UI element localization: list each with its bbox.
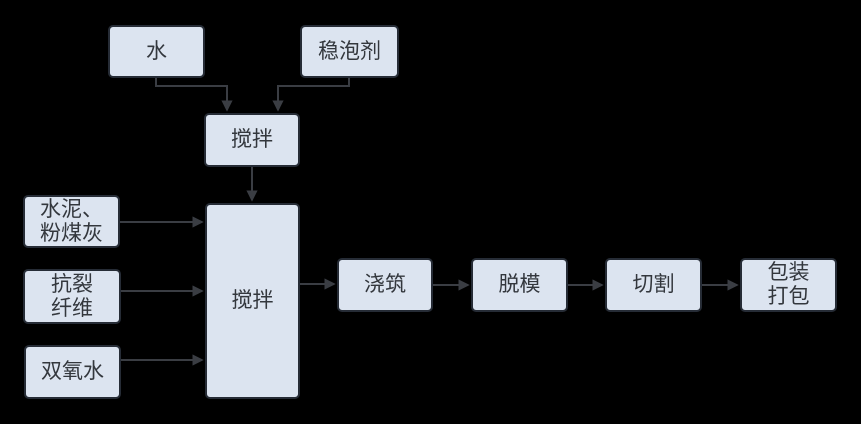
node-demolding: 脱模 xyxy=(471,258,568,312)
edge-water-to-foam-mixing xyxy=(155,78,233,112)
node-demolding-label: 脱模 xyxy=(498,272,541,297)
node-foam-stabilizer-label: 稳泡剂 xyxy=(318,38,381,63)
node-water-label: 水 xyxy=(146,38,167,63)
node-foam-mixing: 搅拌 xyxy=(204,113,300,167)
node-cement-flyash-label: 水泥、 粉煤灰 xyxy=(40,196,103,245)
node-cutting: 切割 xyxy=(605,258,702,312)
node-hydrogen-peroxide: 双氧水 xyxy=(24,345,121,399)
node-packing: 包装 打包 xyxy=(740,258,837,312)
node-foam-mixing-label: 搅拌 xyxy=(231,127,273,152)
edge-foam-stabilizer-to-foam-mixing xyxy=(272,78,350,112)
node-cement-flyash: 水泥、 粉煤灰 xyxy=(23,195,120,248)
node-hydrogen-peroxide-label: 双氧水 xyxy=(41,359,104,384)
node-pouring: 浇筑 xyxy=(337,258,433,312)
node-water: 水 xyxy=(108,25,205,78)
node-anticrack-fiber-label: 抗裂 纤维 xyxy=(51,271,93,320)
node-foam-stabilizer: 稳泡剂 xyxy=(300,25,399,78)
node-pouring-label: 浇筑 xyxy=(364,272,406,297)
node-packing-label: 包装 打包 xyxy=(767,260,810,308)
node-main-mixing: 搅拌 xyxy=(205,203,300,399)
node-anticrack-fiber: 抗裂 纤维 xyxy=(23,269,121,324)
node-cutting-label: 切割 xyxy=(632,272,675,297)
node-main-mixing-label: 搅拌 xyxy=(231,288,274,313)
